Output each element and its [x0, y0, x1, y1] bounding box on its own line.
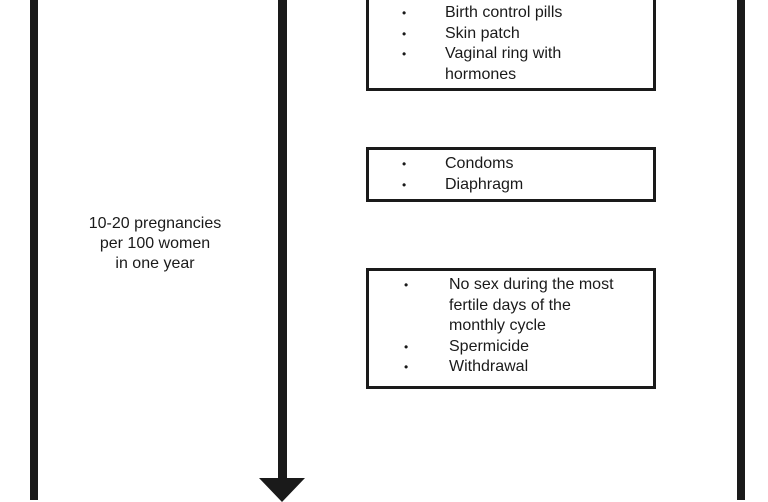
- method-text: Diaphragm: [445, 175, 524, 193]
- other-methods-box: • No sex during the most fertile days of…: [366, 268, 656, 389]
- pregnancy-rate-line-2: per 100 women: [99, 235, 211, 252]
- bullet-icon: •: [404, 360, 409, 374]
- hormonal-methods-box: • Birth control pills • Skin patch • Vag…: [366, 0, 656, 91]
- method-text: No sex during the most: [449, 276, 614, 293]
- effectiveness-arrow-shaft: [278, 0, 287, 482]
- pregnancy-rate-line-3: in one year: [115, 255, 195, 272]
- bullet-icon: •: [404, 278, 409, 292]
- list-item: • Birth control pills: [369, 3, 653, 24]
- bullet-icon: •: [404, 339, 409, 354]
- list-item: • Skin patch: [369, 24, 653, 45]
- list-item: • Spermicide: [369, 337, 653, 358]
- bullet-icon: •: [402, 26, 407, 41]
- hormonal-methods-list: • Birth control pills • Skin patch • Vag…: [369, 3, 653, 85]
- outer-right-border: [737, 0, 745, 500]
- list-item: • No sex during the most fertile days of…: [369, 275, 653, 337]
- down-arrow-icon: [259, 478, 305, 502]
- bullet-icon: •: [402, 157, 407, 171]
- bullet-icon: •: [402, 6, 407, 20]
- method-text: Condoms: [445, 155, 514, 172]
- list-item: • Withdrawal: [369, 357, 653, 378]
- barrier-methods-box: • Condoms • Diaphragm: [366, 147, 656, 202]
- method-text: Skin patch: [445, 24, 520, 42]
- method-text: Birth control pills: [445, 4, 563, 21]
- pregnancy-rate-label: 10-20 pregnancies per 100 women in one y…: [40, 214, 270, 274]
- bullet-icon: •: [402, 177, 407, 192]
- barrier-methods-list: • Condoms • Diaphragm: [369, 154, 653, 195]
- method-text-continued: monthly cycle: [449, 317, 546, 334]
- method-text-continued: hormones: [445, 65, 517, 83]
- other-methods-list: • No sex during the most fertile days of…: [369, 275, 653, 378]
- method-text: Withdrawal: [449, 358, 529, 375]
- list-item: • Diaphragm: [369, 175, 653, 196]
- method-text-continued: fertile days of the: [449, 296, 571, 314]
- pregnancy-rate-line-1: 10-20 pregnancies: [88, 215, 222, 232]
- method-text: Spermicide: [449, 337, 530, 355]
- outer-left-border: [30, 0, 38, 500]
- list-item: • Condoms: [369, 154, 653, 175]
- bullet-icon: •: [402, 47, 407, 61]
- method-text: Vaginal ring with: [445, 45, 562, 62]
- list-item: • Vaginal ring with hormones: [369, 44, 653, 85]
